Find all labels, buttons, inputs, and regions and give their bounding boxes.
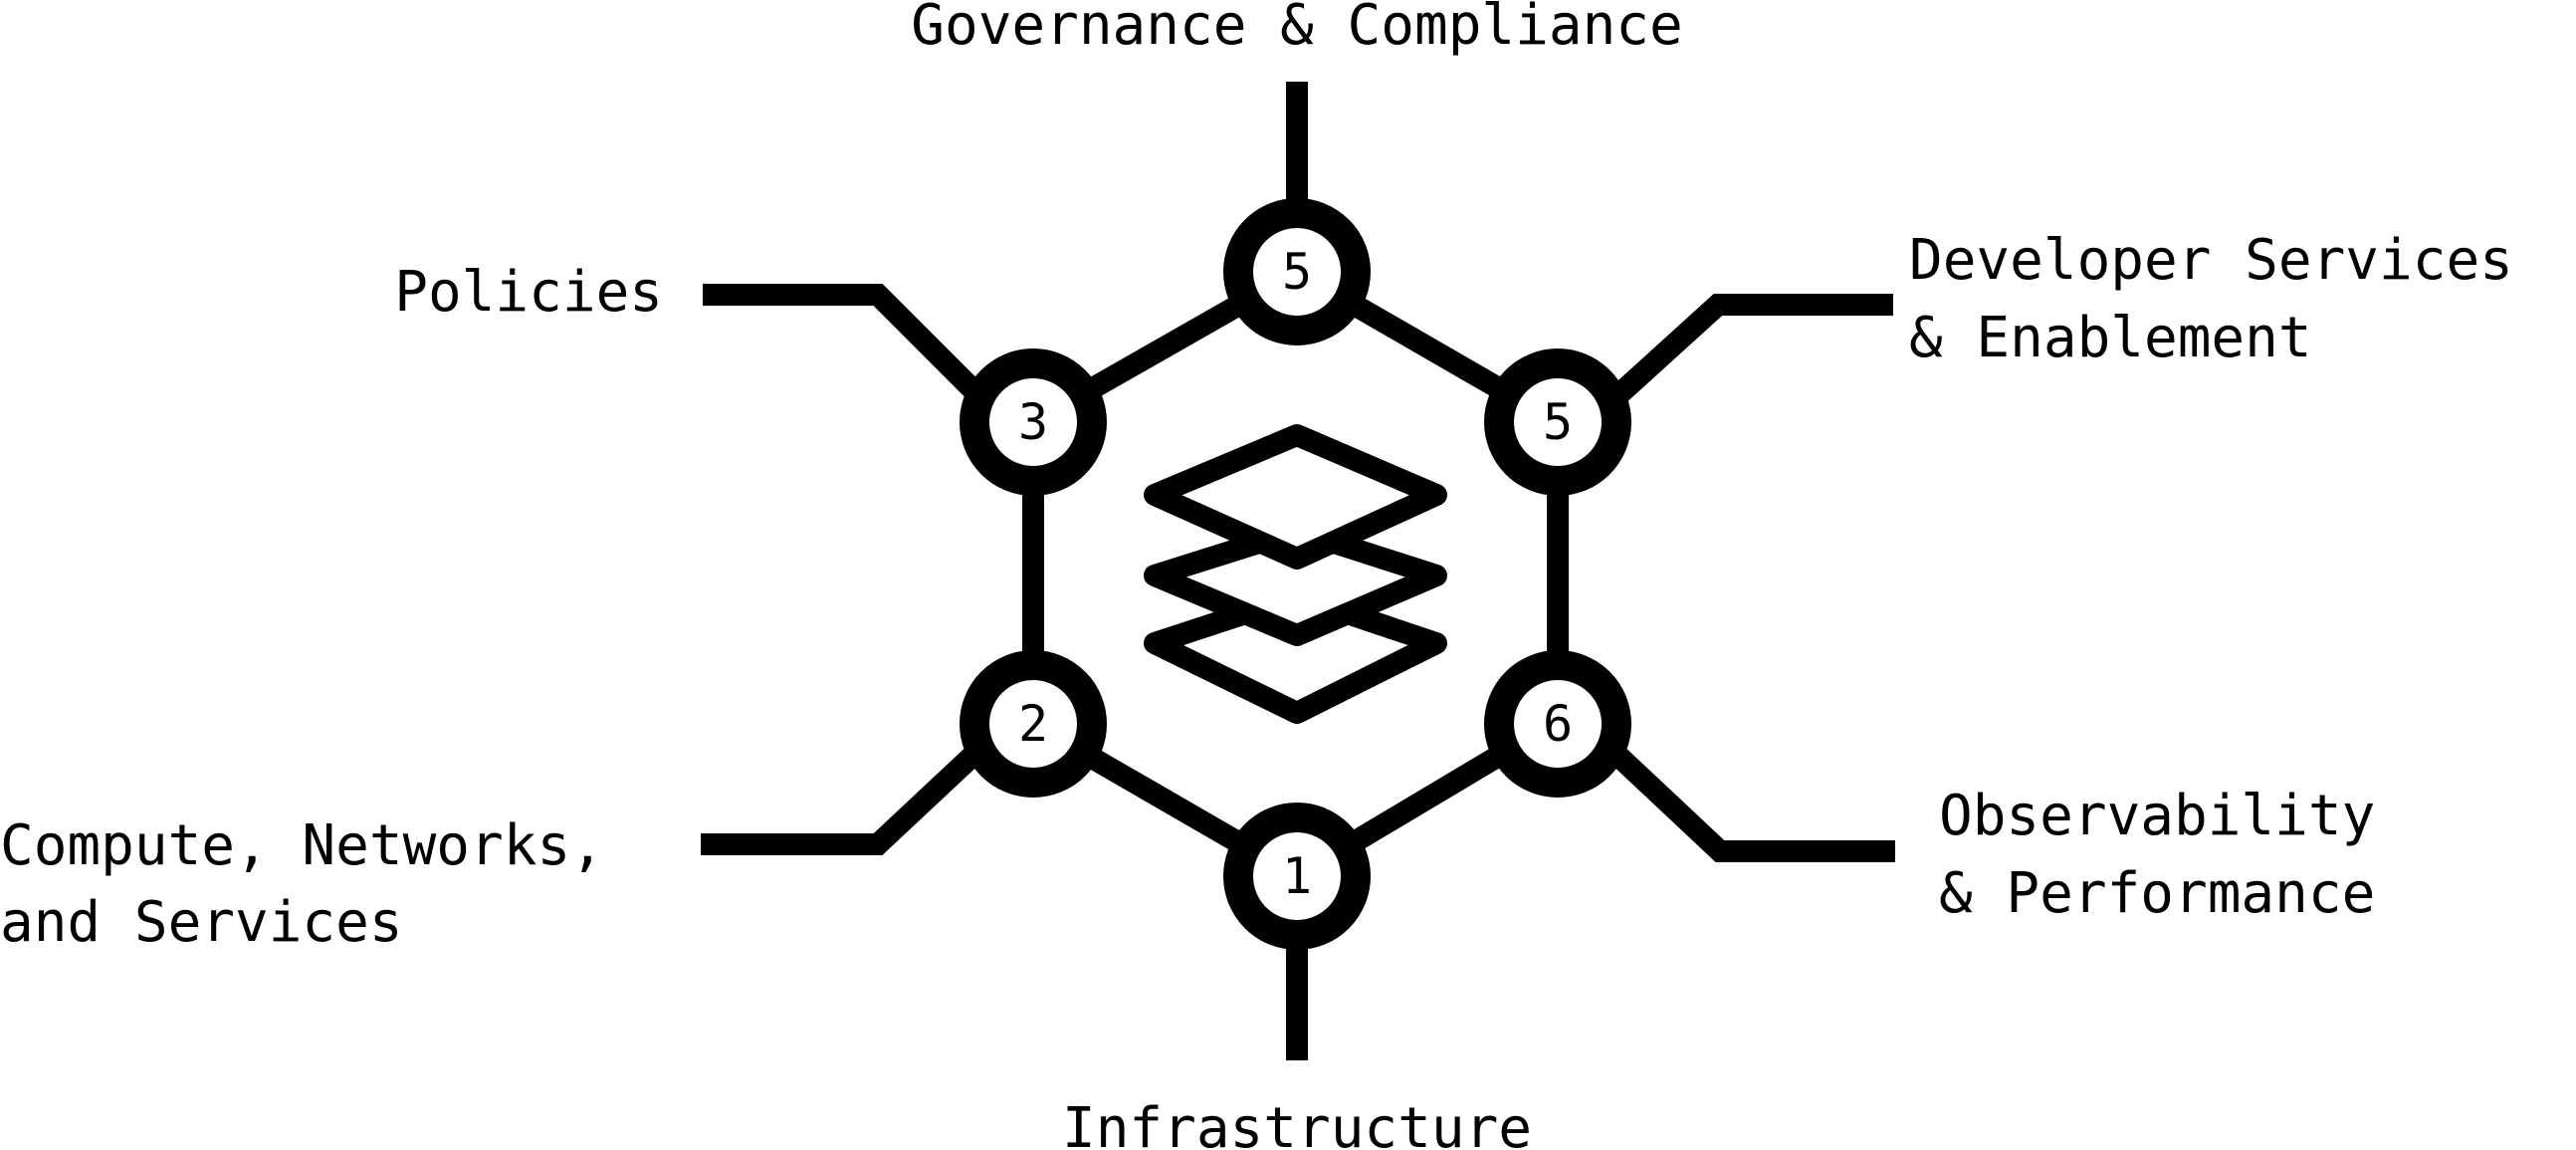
node-number-1: 1 <box>1282 847 1312 905</box>
node-circle-4 <box>1223 198 1371 345</box>
stacked-layers-icon <box>1144 424 1447 724</box>
node-number-3: 3 <box>1018 393 1048 451</box>
label-policies: Policies <box>394 260 663 325</box>
node-circle-2 <box>960 650 1107 798</box>
node-number-5: 5 <box>1543 393 1573 451</box>
label-developer-services-line2: & Enablement <box>1909 306 2312 370</box>
label-governance-compliance: Governance & Compliance <box>911 0 1682 58</box>
node-circle-1 <box>1223 803 1371 950</box>
label-compute-networks-line1: Compute, Networks, <box>0 813 604 878</box>
node-number-6: 6 <box>1543 695 1573 753</box>
label-infrastructure: Infrastructure <box>1062 1096 1532 1150</box>
label-compute-networks-line2: and Services <box>0 890 403 955</box>
node-circle-3 <box>960 348 1107 496</box>
node-circle-6 <box>1484 650 1631 798</box>
label-observability-line2: & Performance <box>1939 861 2375 926</box>
node-labels: Governance & Compliance Policies Develop… <box>0 0 2513 1150</box>
label-observability-line1: Observability <box>1939 784 2375 848</box>
node-number-2: 2 <box>1018 695 1048 753</box>
node-circle-5 <box>1484 348 1631 496</box>
label-developer-services-line1: Developer Services <box>1909 228 2513 293</box>
node-numbers: 5 3 5 2 6 1 <box>1018 243 1573 905</box>
node-circles <box>960 198 1631 950</box>
node-number-4: 5 <box>1282 243 1312 301</box>
